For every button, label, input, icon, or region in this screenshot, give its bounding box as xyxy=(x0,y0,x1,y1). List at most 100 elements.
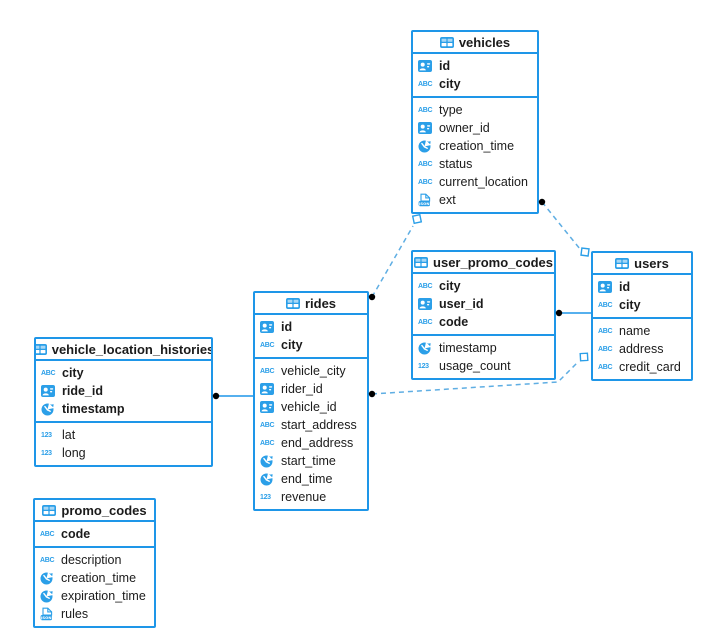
string-icon: ABC xyxy=(598,301,613,309)
fk-end-dot xyxy=(212,392,220,400)
column-row: end_time xyxy=(255,470,367,488)
column-row: creation_time xyxy=(35,569,154,587)
timestamp-icon xyxy=(418,341,435,355)
column-name: timestamp xyxy=(439,341,497,355)
column-name: expiration_time xyxy=(61,589,146,603)
fk-end-dot xyxy=(368,390,376,398)
uuid-icon xyxy=(598,281,615,293)
string-icon: ABC xyxy=(418,318,433,326)
pk-column-row: ride_id xyxy=(36,382,211,400)
column-row: ABC address xyxy=(593,340,691,358)
string-icon: ABC xyxy=(418,80,433,88)
table-title: vehicle_location_histories xyxy=(51,341,211,357)
string-icon: ABC xyxy=(40,530,55,538)
column-row: owner_id xyxy=(413,119,537,137)
table-header: users xyxy=(593,253,691,275)
column-name: vehicle_id xyxy=(281,400,337,414)
timestamp-icon xyxy=(41,402,58,416)
pk-column-row: id xyxy=(593,278,691,296)
column-row: creation_time xyxy=(413,137,537,155)
column-name: ride_id xyxy=(62,384,103,398)
table-header: vehicle_location_histories xyxy=(36,339,211,361)
pk-end-diamond xyxy=(411,213,423,225)
column-row: start_time xyxy=(255,452,367,470)
column-name: city xyxy=(281,338,303,352)
column-name: address xyxy=(619,342,664,356)
column-row: ABC current_location xyxy=(413,173,537,191)
relationship-line xyxy=(371,225,414,298)
table-header: promo_codes xyxy=(35,500,154,522)
column-name: type xyxy=(439,103,463,117)
table-icon xyxy=(414,256,429,268)
string-icon: ABC xyxy=(598,345,613,353)
pk-end-diamond xyxy=(580,247,590,257)
table-title: rides xyxy=(304,295,337,311)
string-icon: ABC xyxy=(418,178,433,186)
string-icon: ABC xyxy=(418,282,433,290)
string-icon: ABC xyxy=(260,341,275,349)
json-icon: JSON xyxy=(40,607,57,621)
string-icon: ABC xyxy=(418,160,433,168)
table-icon xyxy=(42,504,57,516)
relationship-user_promo_codes-users xyxy=(555,309,591,317)
column-name: end_time xyxy=(281,472,333,486)
column-name: start_address xyxy=(281,418,357,432)
column-name: vehicle_city xyxy=(281,364,346,378)
relationship-vehicles-users xyxy=(538,198,590,257)
column-name: id xyxy=(439,59,451,73)
fk-end-dot xyxy=(538,198,546,206)
table-icon xyxy=(439,36,454,48)
uuid-icon xyxy=(418,298,435,310)
number-icon: 123 xyxy=(41,449,52,457)
uuid-icon xyxy=(41,385,58,397)
table-header: user_promo_codes xyxy=(413,252,554,274)
table-title: user_promo_codes xyxy=(433,254,553,270)
timestamp-icon xyxy=(260,454,277,468)
table-icon xyxy=(36,343,47,355)
table-header: vehicles xyxy=(413,32,537,54)
column-name: current_location xyxy=(439,175,528,189)
column-name: id xyxy=(281,320,293,334)
pk-end-diamond xyxy=(579,352,589,362)
column-name: city xyxy=(619,298,641,312)
json-icon: JSON xyxy=(418,193,435,207)
table-title: users xyxy=(634,255,669,271)
column-name: id xyxy=(619,280,631,294)
number-icon: 123 xyxy=(260,493,271,501)
pk-column-row: id xyxy=(255,318,367,336)
column-name: usage_count xyxy=(439,359,511,373)
column-row: timestamp xyxy=(413,339,554,357)
column-name: creation_time xyxy=(439,139,515,153)
column-name: code xyxy=(439,315,469,329)
uuid-icon xyxy=(260,383,277,395)
column-name: credit_card xyxy=(619,360,681,374)
column-name: end_address xyxy=(281,436,354,450)
number-icon: 123 xyxy=(41,431,52,439)
